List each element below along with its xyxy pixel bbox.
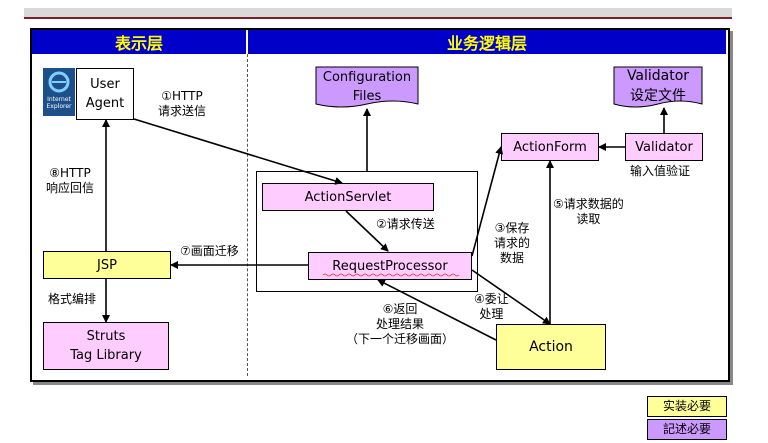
struts-tag-library-box: Struts Tag Library [43,322,169,370]
label-http-response: ⑧HTTP 响应回信 [46,166,95,195]
action-box: Action [496,324,606,370]
label-delegate: ④委让 处理 [474,292,509,321]
top-decor-bar [24,8,732,18]
servlet-container [256,171,478,292]
label-input-validation: 输入值验证 [630,164,691,178]
label-save-request: ③保存 请求的 数据 [494,221,531,265]
action-servlet-box: ActionServlet [262,183,434,211]
header-business: 业务逻辑层 [248,30,726,54]
validator-config-doc: Validator 设定文件 [613,66,703,110]
label-format-edit: 格式编排 [48,292,97,306]
label-return-result: ⑥返回 处理结果 （下一个迁移画面） [346,302,455,346]
legend-describe: 記述必要 [647,419,727,440]
action-form-box: ActionForm [501,133,599,161]
configuration-files-doc: Configuration Files [315,66,419,110]
top-decor-line [24,17,732,19]
header-presentation: 表示层 [32,30,246,54]
label-request-forward: ②请求传送 [376,217,435,231]
internet-explorer-icon: Internet Explorer [43,68,75,116]
validator-box: Validator [625,133,703,161]
label-http-request: ①HTTP 请求送信 [158,89,207,118]
ie-label: Internet Explorer [46,96,72,110]
jsp-box: JSP [43,251,171,279]
label-screen-transition: ⑦画面迁移 [180,244,239,258]
legend-implement: 实装必要 [647,396,727,417]
label-read-data: ⑤请求数据的 读取 [553,197,624,226]
layer-divider [247,54,248,376]
user-agent-box: User Agent [76,68,134,120]
